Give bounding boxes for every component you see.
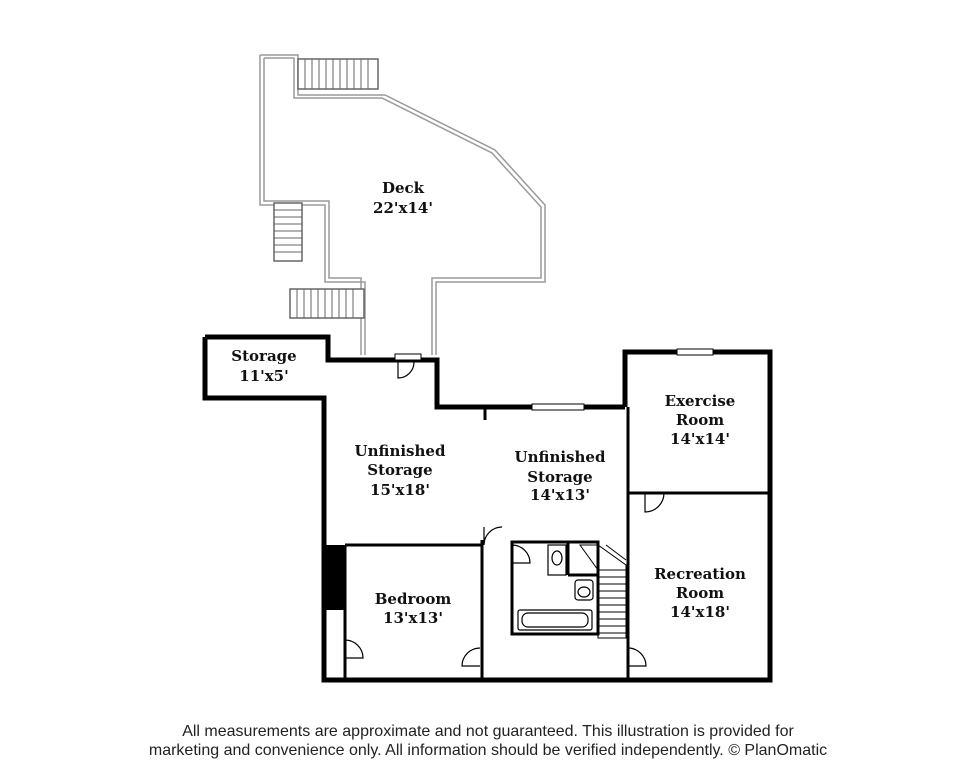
exterior-walls <box>202 334 773 683</box>
recreation-size: 14'x18' <box>670 603 730 621</box>
label-unfinished-right: Unfinished Storage 14'x13' <box>515 448 606 504</box>
exercise-name-1: Exercise <box>665 392 736 410</box>
unfinished-right-name-1: Unfinished <box>515 448 606 466</box>
exercise-name-2: Room <box>676 411 724 429</box>
label-bedroom: Bedroom 13'x13' <box>375 590 452 627</box>
unfinished-right-size: 14'x13' <box>530 486 590 504</box>
deck-stairs-left <box>273 202 303 262</box>
label-exercise: Exercise Room 14'x14' <box>665 392 736 448</box>
disclaimer-line-1: All measurements are approximate and not… <box>182 723 794 740</box>
unfinished-left-name-1: Unfinished <box>355 442 446 460</box>
windows <box>394 348 714 411</box>
unfinished-left-name-2: Storage <box>367 461 432 479</box>
bedroom-name: Bedroom <box>375 590 452 608</box>
wall-block <box>324 545 345 610</box>
deck-stairs-top <box>297 58 379 90</box>
unfinished-left-size: 15'x18' <box>370 481 430 499</box>
unfinished-right-name-2: Storage <box>527 468 592 486</box>
disclaimer: All measurements are approximate and not… <box>0 722 976 760</box>
label-storage-small: Storage 11'x5' <box>231 347 296 385</box>
door-swings <box>344 361 665 667</box>
deck-size: 22'x14' <box>373 199 433 217</box>
bathroom-fixtures <box>517 544 594 631</box>
deck-name: Deck <box>382 179 425 197</box>
recreation-name-1: Recreation <box>654 565 746 583</box>
label-unfinished-left: Unfinished Storage 15'x18' <box>355 442 446 499</box>
interior-stairs <box>579 544 627 639</box>
recreation-name-2: Room <box>676 584 724 602</box>
storage-name: Storage <box>231 347 296 365</box>
bedroom-size: 13'x13' <box>383 609 443 627</box>
disclaimer-line-2: marketing and convenience only. All info… <box>148 742 828 759</box>
deck-stairs-bottom <box>289 288 365 319</box>
label-recreation: Recreation Room 14'x18' <box>654 565 746 621</box>
storage-size: 11'x5' <box>239 367 288 385</box>
exercise-size: 14'x14' <box>670 430 730 448</box>
label-deck: Deck 22'x14' <box>373 179 433 217</box>
